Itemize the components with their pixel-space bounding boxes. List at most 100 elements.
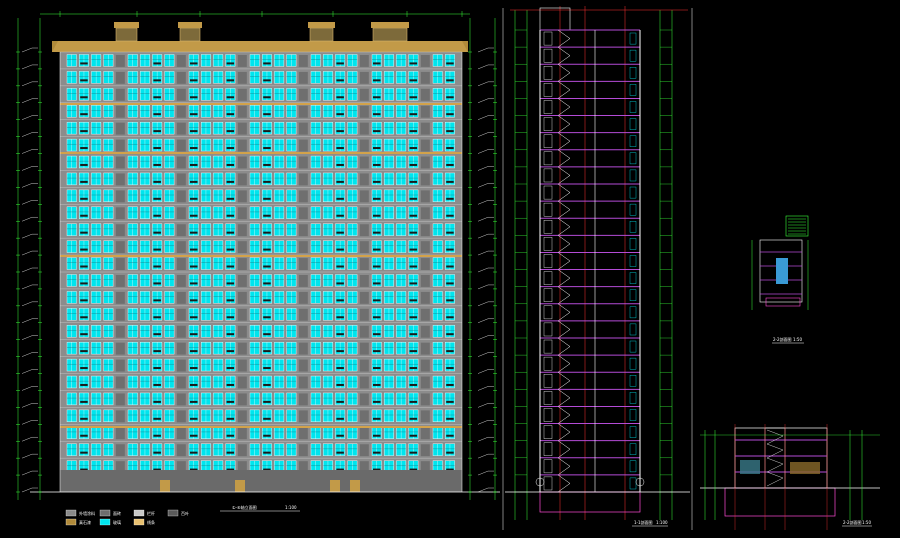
wall-pier xyxy=(298,342,308,355)
air-conditioner-unit xyxy=(80,350,88,353)
window-unit xyxy=(249,308,260,321)
building-section-2[interactable] xyxy=(700,424,880,530)
level-marker xyxy=(21,267,33,273)
wall-pier xyxy=(359,88,369,101)
window-unit xyxy=(347,392,358,406)
air-conditioner-unit xyxy=(80,333,88,336)
window-unit xyxy=(200,240,211,253)
floor-row-24 xyxy=(60,85,462,101)
air-conditioner-unit xyxy=(263,299,271,302)
window-unit xyxy=(262,71,272,84)
air-conditioner-unit xyxy=(336,96,344,99)
window-unit xyxy=(310,308,321,321)
wall-pier xyxy=(176,122,186,135)
level-marker xyxy=(21,47,33,53)
window-unit xyxy=(384,88,394,101)
window-unit xyxy=(152,325,163,338)
wall-pier xyxy=(237,71,247,84)
section-window xyxy=(629,255,637,267)
window-unit xyxy=(78,375,89,389)
level-marker xyxy=(21,453,33,459)
window-unit xyxy=(103,223,114,236)
stair-detail-section[interactable] xyxy=(751,215,809,310)
window-unit xyxy=(152,223,163,236)
section-2-title: 2-2剖面图 xyxy=(843,519,862,525)
window-unit xyxy=(66,155,77,169)
air-conditioner-unit xyxy=(153,163,161,166)
window-unit xyxy=(127,189,138,203)
roof-pavilion-4 xyxy=(372,27,408,42)
window-unit xyxy=(103,206,114,219)
wall-pier xyxy=(359,359,369,372)
window-unit xyxy=(152,257,163,270)
air-conditioner-unit xyxy=(190,367,198,370)
window-unit xyxy=(274,105,285,118)
wall-pier xyxy=(115,139,125,152)
air-conditioner-unit xyxy=(80,265,88,268)
window-unit xyxy=(432,426,443,439)
window-unit xyxy=(310,325,321,338)
window-unit xyxy=(432,88,443,101)
window-unit xyxy=(225,223,236,236)
window-unit xyxy=(396,88,407,101)
wall-pier xyxy=(176,88,186,101)
window-unit xyxy=(323,189,333,203)
window-unit xyxy=(274,240,285,253)
window-unit xyxy=(274,274,285,287)
window-unit xyxy=(445,54,455,67)
air-conditioner-unit xyxy=(263,350,271,353)
stair-flight xyxy=(557,183,571,202)
building-section-1[interactable] xyxy=(502,6,693,530)
window-unit xyxy=(164,358,175,372)
air-conditioner-unit xyxy=(190,147,198,150)
window-unit xyxy=(225,409,236,423)
stair-flight xyxy=(557,337,571,356)
window-unit xyxy=(262,392,272,406)
window-unit xyxy=(188,88,199,101)
window-unit xyxy=(127,358,138,372)
window-unit xyxy=(213,257,224,270)
wall-pier xyxy=(115,410,125,423)
window-unit xyxy=(139,274,150,287)
floor-row-6 xyxy=(60,390,462,406)
air-conditioner-unit xyxy=(409,214,418,217)
section-window xyxy=(629,409,637,421)
window-unit xyxy=(396,392,407,406)
window-unit xyxy=(323,392,333,406)
window-unit xyxy=(91,223,102,236)
window-unit xyxy=(249,274,260,287)
window-unit xyxy=(66,206,77,219)
level-marker xyxy=(21,420,33,425)
floor-row-9 xyxy=(60,339,462,355)
level-marker xyxy=(477,149,489,154)
window-unit xyxy=(66,308,77,321)
window-unit xyxy=(371,392,382,406)
air-conditioner-unit xyxy=(446,197,454,200)
window-unit xyxy=(323,325,333,338)
window-unit xyxy=(396,291,407,304)
air-conditioner-unit xyxy=(226,79,235,82)
window-unit xyxy=(103,291,114,304)
wall-pier xyxy=(176,173,186,186)
air-conditioner-unit xyxy=(190,282,198,285)
stair-flight xyxy=(557,320,571,339)
window-unit xyxy=(384,155,394,169)
front-elevation[interactable] xyxy=(30,22,500,493)
wall-pier xyxy=(298,275,308,287)
window-unit xyxy=(384,375,394,389)
air-conditioner-unit xyxy=(336,333,344,336)
air-conditioner-unit xyxy=(373,96,381,99)
window-unit xyxy=(408,325,419,338)
wall-pier xyxy=(115,207,125,220)
window-unit xyxy=(274,121,285,135)
air-conditioner-unit xyxy=(263,96,271,99)
air-conditioner-unit xyxy=(263,316,271,319)
window-unit xyxy=(384,71,394,84)
window-unit xyxy=(323,155,333,169)
section-window xyxy=(629,238,637,250)
window-unit xyxy=(188,341,199,355)
wall-pier xyxy=(115,241,125,254)
window-unit xyxy=(384,443,394,456)
window-unit xyxy=(78,71,89,84)
